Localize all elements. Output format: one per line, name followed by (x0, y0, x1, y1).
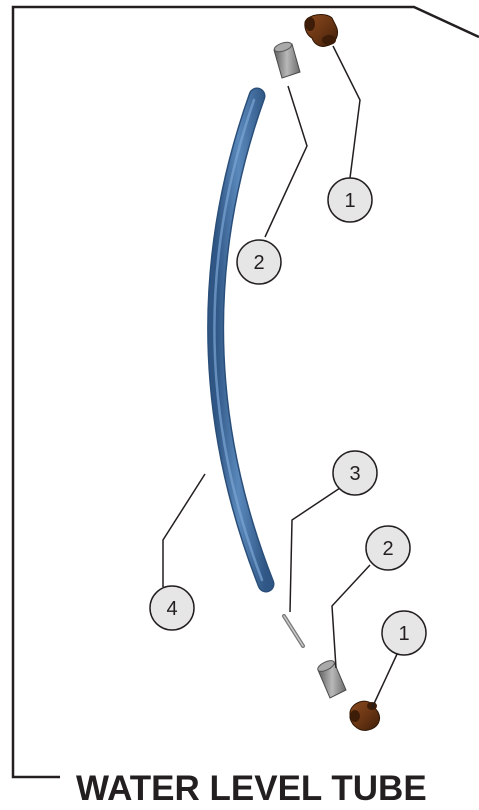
leader-lines (162, 45, 399, 709)
elbow-fitting-bottom (349, 700, 381, 731)
sleeve-insert-top (273, 41, 301, 79)
callout-elbow-top: 1 (327, 177, 373, 223)
callout-sleeve-top: 2 (236, 239, 282, 285)
leader-tube (162, 473, 206, 587)
diagram-title: WATER LEVEL TUBE (76, 769, 427, 808)
leader-sleeve-top (264, 85, 308, 238)
callout-elbow-bottom: 1 (381, 610, 427, 656)
diagram-frame (11, 5, 479, 779)
leader-elbow-bottom (371, 651, 399, 709)
callout-number: 1 (344, 190, 355, 212)
callout-number: 2 (382, 538, 393, 560)
water-tube (207, 87, 275, 593)
callout-number: 3 (349, 463, 360, 485)
callout-sleeve-bottom: 2 (365, 525, 411, 571)
callout-number: 1 (398, 623, 409, 645)
elbow-fitting-top (304, 14, 339, 47)
sleeve-insert-bottom (317, 660, 347, 699)
leader-sleeve-bottom (331, 564, 371, 669)
callout-tube: 4 (149, 585, 195, 631)
callout-number: 2 (253, 252, 264, 274)
leader-elbow-top (332, 45, 361, 179)
leader-pin (289, 487, 341, 613)
callout-number: 4 (166, 598, 177, 620)
callout-pin: 3 (332, 450, 378, 496)
pin (282, 614, 305, 648)
